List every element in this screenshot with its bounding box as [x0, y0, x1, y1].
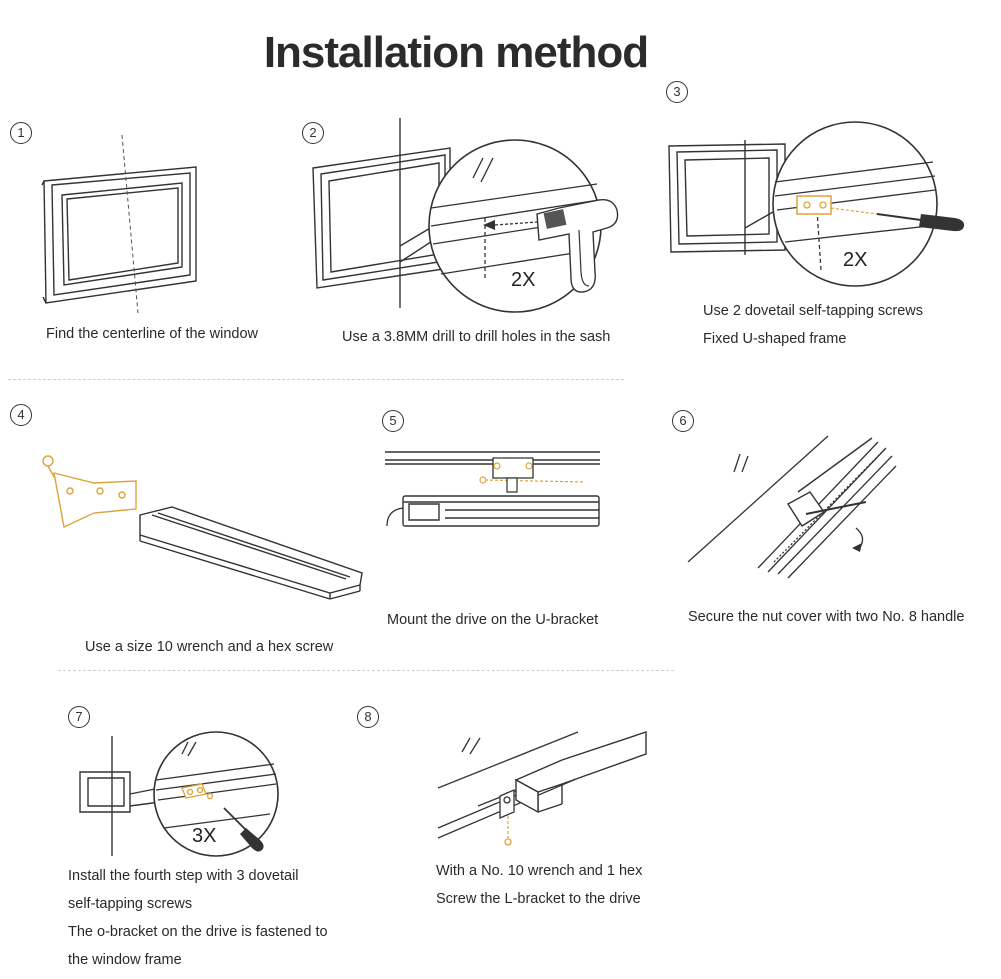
hex-screw-icon: [505, 839, 511, 845]
step-7-callout: 3X: [192, 825, 216, 847]
step-4-caption: Use a size 10 wrench and a hex screw: [85, 639, 334, 655]
step-2-callout: 2X: [511, 269, 535, 291]
step-5-caption: Mount the drive on the U-bracket: [387, 612, 599, 628]
l-bracket-icon: [43, 456, 136, 527]
drive-motor: [403, 496, 599, 526]
page-title: Installation method: [263, 28, 649, 77]
step-3-caption: Use 2 dovetail self-tapping screws Fixed…: [703, 303, 924, 347]
step-2-drill-illustration: 2X: [305, 118, 635, 318]
row-divider-1: [8, 379, 624, 380]
step-2-number: 2: [302, 122, 324, 144]
screwdriver-icon: [224, 808, 264, 852]
step-4-bracket-illustration: [40, 445, 370, 620]
step-4-number: 4: [10, 404, 32, 426]
drive-rail: [140, 507, 362, 599]
step-6-caption: Secure the nut cover with two No. 8 hand…: [688, 609, 965, 625]
step-3-number: 3: [666, 81, 688, 103]
nut-cover-icon: [788, 492, 824, 526]
step-8-l-bracket-illustration: [438, 728, 648, 853]
step-8-number: 8: [357, 706, 379, 728]
u-bracket-icon: [797, 196, 831, 214]
wrench-icon: [798, 438, 872, 514]
step-3-screwdriver-illustration: 2X: [665, 110, 965, 290]
drive-housing: [516, 732, 646, 812]
l-bracket-icon: [500, 790, 514, 818]
step-6-number: 6: [672, 410, 694, 432]
step-3-callout: 2X: [843, 249, 867, 271]
centerline: [122, 135, 138, 313]
step-7-number: 7: [68, 706, 90, 728]
screwdriver-icon: [877, 214, 965, 232]
step-1-window-illustration: [40, 135, 210, 315]
u-bracket-icon: [493, 458, 533, 478]
step-1-number: 1: [10, 122, 32, 144]
step-7-screw-illustration: 3X: [78, 736, 278, 860]
drill-icon: [537, 200, 618, 292]
step-2-caption: Use a 3.8MM drill to drill holes in the …: [342, 329, 611, 345]
step-1-caption: Find the centerline of the window: [46, 326, 258, 342]
step-8-caption: With a No. 10 wrench and 1 hex Screw the…: [436, 863, 643, 907]
step-6-handle-illustration: [688, 432, 898, 582]
step-7-caption: Install the fourth step with 3 dovetail …: [68, 868, 328, 968]
o-bracket-icon: [182, 784, 213, 799]
step-5-number: 5: [382, 410, 404, 432]
step-5-drive-illustration: [385, 448, 605, 538]
row-divider-2: [58, 670, 674, 671]
